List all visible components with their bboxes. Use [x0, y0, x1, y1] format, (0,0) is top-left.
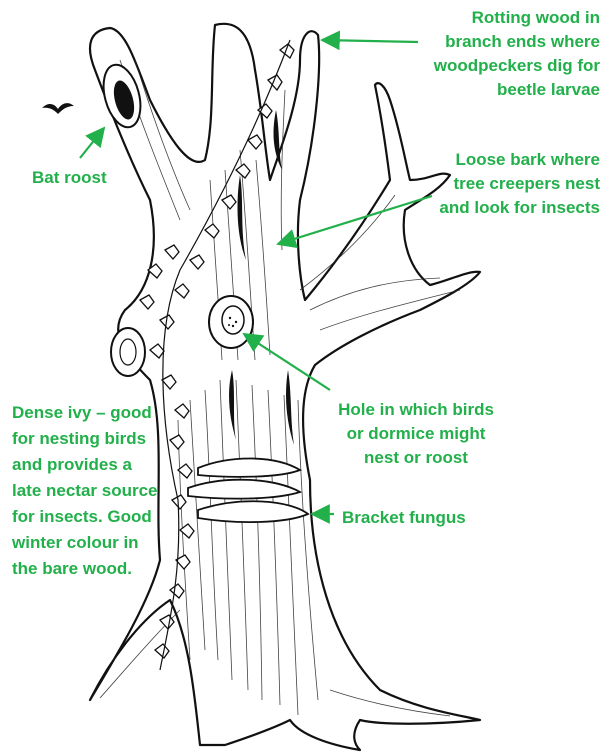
label-loose-bark: Loose bark where tree creepers nest and … [439, 148, 600, 220]
trunk [90, 24, 480, 750]
bracket-fungus [188, 458, 308, 522]
label-dense-ivy: Dense ivy – good for nesting birds and p… [12, 400, 158, 582]
arrow-rotting-wood [322, 40, 418, 42]
bird-hole [209, 296, 253, 348]
label-hole: Hole in which birds or dormice might nes… [316, 398, 516, 470]
arrow-bat-roost [80, 128, 104, 158]
label-rotting-wood: Rotting wood in branch ends where woodpe… [434, 6, 600, 102]
flying-bird [42, 103, 74, 114]
label-bracket-fungus: Bracket fungus [342, 506, 466, 530]
knot [111, 328, 145, 376]
label-bat-roost: Bat roost [32, 166, 107, 190]
